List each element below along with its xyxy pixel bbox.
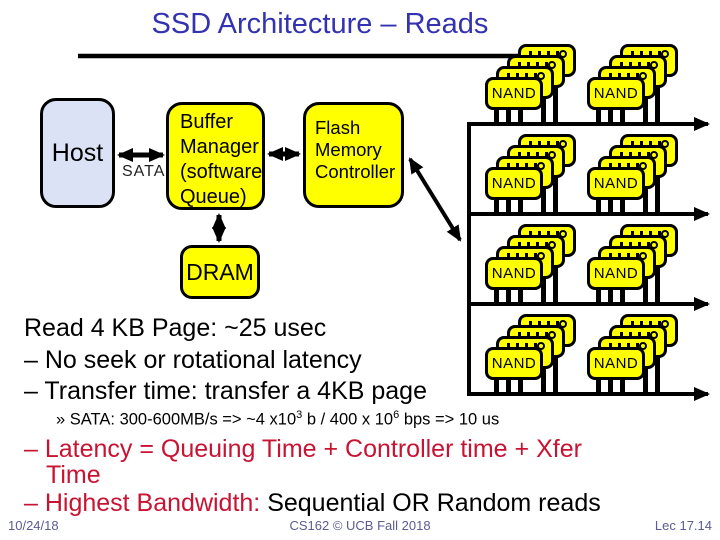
sata-label: SATA	[122, 163, 166, 180]
chip-pin	[541, 362, 546, 396]
nand-chip-label: NAND	[491, 85, 537, 102]
nand-chip: NAND	[587, 167, 645, 200]
body-line-sata-detail: » SATA: 300-600MB/s => ~4 x103 b / 400 x…	[56, 409, 499, 430]
chip-pin	[620, 106, 625, 126]
flash-memory-controller-box: Flash Memory Controller	[303, 102, 404, 208]
chip-pin	[620, 376, 625, 396]
buffer-manager-line: (software	[180, 161, 263, 183]
nand-chip: NAND	[485, 167, 543, 200]
chip-pin	[518, 286, 523, 306]
buffer-manager-line: Queue)	[180, 186, 247, 208]
chip-pin	[643, 92, 648, 126]
nand-chip-stack: NAND	[587, 224, 679, 308]
chip-pin	[596, 106, 601, 126]
nand-chip: NAND	[485, 257, 543, 290]
nand-chip-stack: NAND	[485, 44, 577, 128]
dram-box: DRAM	[180, 245, 260, 299]
bandwidth-value: Sequential OR Random reads	[267, 489, 601, 517]
chip-pin	[643, 362, 648, 396]
chip-pin	[655, 172, 660, 216]
nand-chip-label: NAND	[491, 175, 537, 192]
buffer-manager-line: Manager	[180, 136, 259, 158]
chip-pin	[494, 286, 499, 306]
host-label: Host	[51, 138, 104, 167]
chip-pin	[608, 376, 613, 396]
nand-chip-label: NAND	[593, 355, 639, 372]
chip-pin	[541, 92, 546, 126]
chip-pin	[608, 286, 613, 306]
nand-chip-stack: NAND	[587, 314, 679, 398]
chip-pin	[655, 262, 660, 306]
nand-chip-label: NAND	[491, 265, 537, 282]
footer-course: CS162 © UCB Fall 2018	[289, 518, 431, 533]
sata-detail-part: » SATA: 300-600MB/s => ~4 x10	[56, 410, 297, 429]
body-line-latency: – Latency = Queuing Time + Controller ti…	[24, 435, 582, 463]
nand-chip-stack: NAND	[485, 134, 577, 218]
chip-pin	[655, 82, 660, 126]
footer-date: 10/24/18	[8, 518, 59, 533]
chip-pin	[506, 286, 511, 306]
sata-detail-exp: 6	[393, 409, 400, 421]
nand-chip-stack: NAND	[587, 44, 679, 128]
buffer-manager-box: Buffer Manager (software Queue)	[166, 102, 265, 210]
chip-pin	[608, 196, 613, 216]
dram-label: DRAM	[186, 258, 254, 285]
chip-pin	[655, 352, 660, 396]
chip-pin	[494, 196, 499, 216]
body-line-read-page: Read 4 KB Page: ~25 usec	[24, 314, 327, 342]
chip-pin	[643, 182, 648, 216]
body-line-transfer-time: – Transfer time: transfer a 4KB page	[24, 377, 427, 405]
body-line-no-seek: – No seek or rotational latency	[24, 346, 362, 374]
nand-chip-label: NAND	[593, 265, 639, 282]
page-title: SSD Architecture – Reads	[151, 8, 489, 40]
sata-detail-part: b / 400 x 10	[302, 410, 394, 429]
chip-pin	[518, 106, 523, 126]
chip-pin	[553, 172, 558, 216]
chip-pin	[553, 262, 558, 306]
bandwidth-label: – Highest Bandwidth:	[24, 489, 268, 517]
nand-chip: NAND	[485, 77, 543, 110]
sata-detail-part: bps => 10 us	[399, 410, 500, 429]
chip-pin	[518, 376, 523, 396]
nand-chip-stack: NAND	[587, 134, 679, 218]
chip-pin	[494, 376, 499, 396]
body-line-bandwidth: – Highest Bandwidth: Sequential OR Rando…	[24, 489, 601, 518]
chip-pin	[620, 196, 625, 216]
chip-pin	[541, 272, 546, 306]
nand-chip-label: NAND	[593, 175, 639, 192]
chip-pin	[553, 352, 558, 396]
nand-chip: NAND	[587, 77, 645, 110]
chip-pin	[541, 182, 546, 216]
body-line-latency-wrap: Time	[46, 461, 101, 489]
chip-pin	[643, 272, 648, 306]
chip-pin	[620, 286, 625, 306]
nand-chip-stack: NAND	[485, 314, 577, 398]
chip-pin	[596, 196, 601, 216]
footer-lecture-number: Lec 17.14	[654, 518, 712, 533]
nand-chip-stack: NAND	[485, 224, 577, 308]
fmc-line: Flash	[315, 117, 361, 138]
chip-pin	[553, 82, 558, 126]
nand-chip: NAND	[587, 347, 645, 380]
chip-pin	[518, 196, 523, 216]
chip-pin	[506, 196, 511, 216]
chip-pin	[596, 286, 601, 306]
host-box: Host	[40, 98, 115, 208]
nand-chip-label: NAND	[491, 355, 537, 372]
chip-pin	[494, 106, 499, 126]
sata-detail-exp: 3	[296, 409, 303, 421]
chip-pin	[506, 376, 511, 396]
nand-chip: NAND	[587, 257, 645, 290]
nand-chip-label: NAND	[593, 85, 639, 102]
nand-chip: NAND	[485, 347, 543, 380]
chip-pin	[506, 106, 511, 126]
chip-pin	[596, 376, 601, 396]
chip-pin	[608, 106, 613, 126]
fmc-line: Controller	[315, 161, 396, 182]
fmc-nand-arrow	[408, 157, 462, 242]
buffer-manager-line: Buffer	[180, 111, 233, 133]
fmc-line: Memory	[315, 139, 382, 160]
